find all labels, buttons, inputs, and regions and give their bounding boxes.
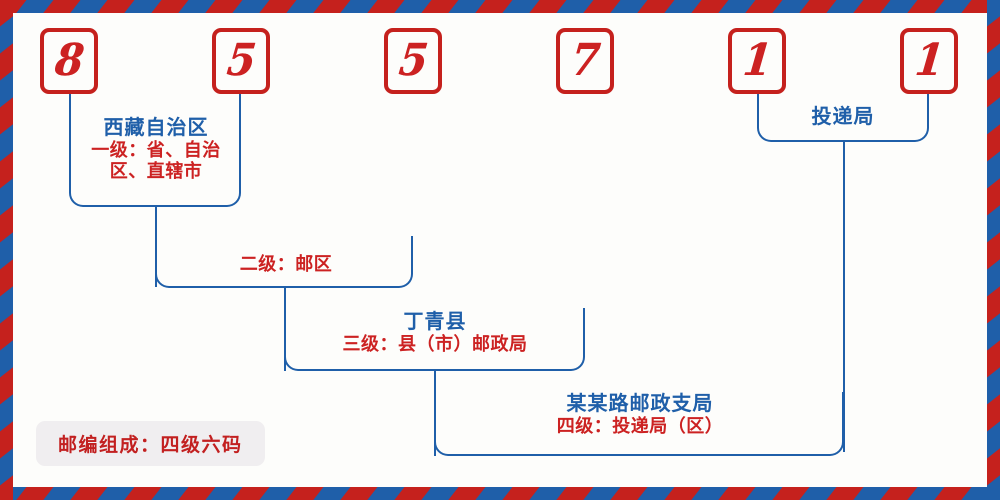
digit-glyph-4: 7 [568,35,602,86]
level-4-name: 某某路邮政支局 [566,391,714,415]
delivery-office-name: 投递局 [811,104,875,128]
level-2-desc: 二级：邮区 [239,254,333,275]
bracket-delivery-office [757,94,929,142]
label-level-3: 丁青县 三级：县（市）邮政局 [300,309,570,355]
digit-box-2[interactable]: 5 [212,28,270,94]
digit-glyph-3: 5 [396,35,430,86]
digit-box-4[interactable]: 7 [556,28,614,94]
label-level-1: 西藏自治区 一级：省、自治区、直辖市 [80,115,232,183]
bracket-level-1 [69,94,241,207]
digit-glyph-1: 8 [52,35,86,86]
label-level-4: 某某路邮政支局 四级：投递局（区） [505,391,775,437]
footnote-badge: 邮编组成：四级六码 [36,421,265,466]
airmail-border-right [987,0,1000,500]
digit-box-6[interactable]: 1 [900,28,958,94]
digit-box-1[interactable]: 8 [40,28,98,94]
envelope-paper [13,13,987,487]
stem-delivery-office [843,142,845,452]
level-3-name: 丁青县 [403,309,467,333]
bracket-level-3 [284,308,585,371]
level-3-desc: 三级：县（市）邮政局 [342,333,528,355]
label-delivery-office: 投递局 [743,104,943,129]
level-1-name: 西藏自治区 [103,115,209,139]
airmail-border-left [0,0,13,500]
digit-glyph-5: 1 [740,35,774,86]
level-1-desc: 一级：省、自治区、直辖市 [91,139,221,182]
bracket-level-4 [434,392,844,456]
airmail-border-top [0,0,1000,13]
digit-glyph-2: 5 [224,35,258,86]
bracket-level-2 [155,236,413,288]
airmail-border-bottom [0,487,1000,500]
digit-box-3[interactable]: 5 [384,28,442,94]
level-4-desc: 四级：投递局（区） [556,415,724,437]
label-level-2: 二级：邮区 [186,254,386,275]
digit-glyph-6: 1 [912,35,946,86]
digit-box-5[interactable]: 1 [728,28,786,94]
